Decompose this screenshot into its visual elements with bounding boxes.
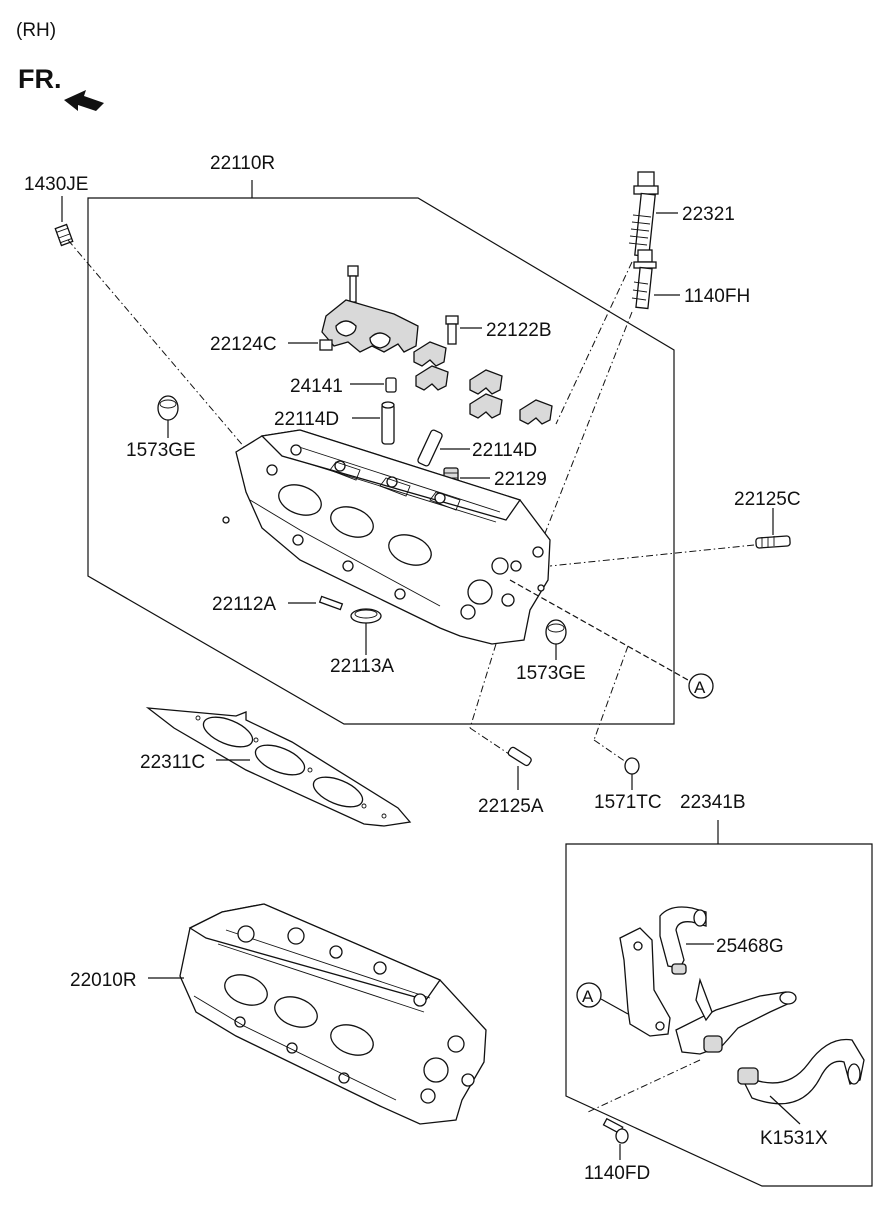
cylinder-head-frame	[87, 197, 675, 725]
part-label-K1531X: K1531X	[760, 1128, 828, 1149]
seal-ring-icon	[350, 608, 382, 624]
valve-guide-icon	[381, 401, 395, 445]
part-label-22110R: 22110R	[210, 153, 275, 174]
part-label-22125C: 22125C	[734, 489, 801, 510]
dash-22125A-b	[469, 727, 513, 757]
cup-plug-icon	[624, 757, 640, 775]
bracket-icon	[619, 927, 671, 1037]
dash-1571TC-b	[593, 739, 627, 763]
part-label-22124C: 22124C	[210, 334, 277, 355]
part-label-1140FH: 1140FH	[684, 286, 750, 307]
callout-a-upper: A	[694, 678, 706, 697]
part-label-22122B: 22122B	[486, 320, 552, 341]
part-label-1573GE-a: 1573GE	[126, 440, 196, 461]
expansion-plug-icon	[157, 395, 179, 421]
water-pipe-frame	[565, 843, 873, 1187]
pin-icon	[318, 595, 344, 611]
dash-1140FH	[539, 311, 633, 547]
dash-22125A-a	[469, 643, 497, 729]
part-label-22114D-a: 22114D	[274, 409, 339, 430]
small-bolt-icon	[445, 315, 459, 345]
part-label-22321: 22321	[682, 204, 735, 225]
water-pipe-icon	[675, 977, 865, 1105]
dash-callout-a	[509, 579, 689, 681]
part-label-22010R: 22010R	[70, 970, 137, 991]
dash-22321	[555, 261, 633, 425]
side-label: (RH)	[16, 20, 56, 41]
front-label: FR.	[18, 64, 62, 94]
cylinder-head-icon	[235, 429, 551, 645]
expansion-plug-icon	[545, 619, 567, 645]
callout-circle	[688, 673, 714, 699]
part-label-24141: 24141	[290, 376, 343, 397]
part-label-1573GE-b: 1573GE	[516, 663, 586, 684]
part-label-22311C: 22311C	[140, 752, 205, 773]
locating-hole-icon	[537, 584, 545, 592]
dowel-icon	[385, 377, 397, 393]
part-label-25468G: 25468G	[716, 936, 784, 957]
head-bolt-icon	[628, 171, 659, 258]
part-label-22125A: 22125A	[478, 796, 544, 817]
part-label-22113A: 22113A	[330, 656, 394, 677]
dash-1571TC-a	[593, 645, 629, 741]
camshaft-bearing-cap-icon	[319, 265, 419, 353]
front-arrow-icon	[64, 90, 104, 111]
locating-hole-icon	[222, 516, 230, 524]
flange-bolt-icon	[631, 249, 657, 310]
valve-guide-icon	[417, 429, 443, 467]
callout-a-lower: A	[582, 987, 594, 1006]
part-label-1571TC: 1571TC	[594, 792, 662, 813]
bearing-cap-set-icon	[413, 341, 553, 425]
head-gasket-icon	[145, 707, 412, 827]
part-label-22114D-b: 22114D	[472, 440, 537, 461]
dash-1140FD	[587, 1059, 701, 1113]
part-label-1430JE: 1430JE	[24, 174, 88, 195]
flange-bolt-icon	[602, 1117, 629, 1144]
dash-22125C	[549, 544, 755, 567]
leader-callout-a-lower	[600, 998, 629, 1015]
part-label-22341B: 22341B	[680, 792, 746, 813]
part-label-1140FD: 1140FD	[584, 1163, 650, 1184]
callout-circle	[576, 982, 602, 1008]
cylinder-head-assembly-icon	[179, 903, 487, 1125]
part-label-22112A: 22112A	[212, 594, 276, 615]
leader-K1531X	[769, 1095, 801, 1125]
stud-bolt-icon	[507, 746, 532, 767]
hose-icon	[659, 906, 707, 975]
part-label-22129: 22129	[494, 469, 547, 490]
stud-bolt-icon	[755, 535, 791, 549]
dash-1430JE	[67, 239, 263, 469]
